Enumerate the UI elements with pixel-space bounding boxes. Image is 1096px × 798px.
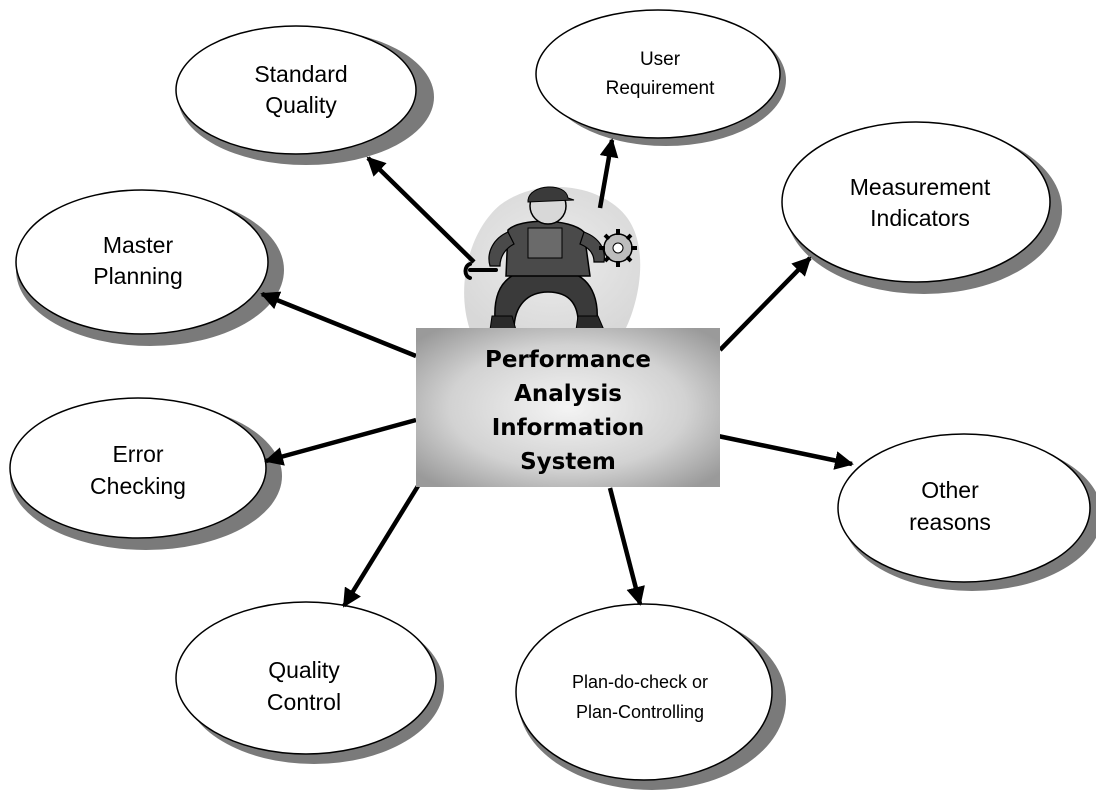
center-box-shape bbox=[416, 328, 720, 487]
node-ellipse bbox=[175, 601, 437, 755]
node-label-line1: Error bbox=[112, 441, 163, 467]
node-ellipse bbox=[837, 433, 1091, 583]
node-label-line2: Checking bbox=[90, 473, 186, 499]
arrow-to-other-reasons bbox=[717, 433, 854, 470]
node-label-line1: Master bbox=[103, 232, 174, 258]
node-label-line2: Control bbox=[267, 689, 341, 715]
node-ellipse bbox=[781, 121, 1051, 283]
node-label-line1: Standard bbox=[254, 61, 347, 87]
arrow-to-measurement-indicators bbox=[718, 256, 812, 352]
gear-icon bbox=[599, 229, 637, 267]
arrow-to-error-checking bbox=[264, 417, 417, 466]
node-label-line2: Planning bbox=[93, 263, 183, 289]
node-label-line2: reasons bbox=[909, 509, 991, 535]
mechanic-with-wrench-and-gear-icon bbox=[463, 186, 641, 331]
arrow-to-standard-quality bbox=[366, 156, 476, 264]
node-label-line2: Quality bbox=[265, 92, 337, 118]
node-quality-control: Quality Control bbox=[175, 601, 444, 764]
center-system-box: Performance Analysis Information System bbox=[416, 328, 720, 487]
node-label-line2: Requirement bbox=[606, 78, 715, 99]
node-standard-quality: Standard Quality bbox=[175, 25, 434, 165]
mascot-cap bbox=[527, 186, 575, 203]
arrow-to-quality-control bbox=[342, 484, 420, 608]
node-label-line1: Quality bbox=[268, 657, 340, 683]
node-label-line2: Indicators bbox=[870, 205, 970, 231]
node-master-planning: Master Planning bbox=[15, 189, 284, 346]
center-label-line4: System bbox=[520, 449, 616, 475]
wrench-icon bbox=[463, 262, 498, 280]
node-label-line1: Measurement bbox=[850, 174, 991, 200]
center-label-line1: Performance bbox=[485, 347, 651, 373]
node-error-checking: Error Checking bbox=[9, 397, 282, 550]
node-label-line1: User bbox=[640, 49, 681, 70]
arrow-to-user-requirement bbox=[597, 138, 619, 209]
node-label-line2: Plan-Controlling bbox=[576, 702, 704, 722]
node-ellipse bbox=[9, 397, 267, 539]
node-ellipse bbox=[15, 189, 269, 335]
node-label-line1: Other bbox=[921, 477, 979, 503]
center-label-line3: Information bbox=[492, 415, 645, 441]
center-label-line2: Analysis bbox=[514, 381, 622, 407]
node-measurement-indicators: Measurement Indicators bbox=[781, 121, 1062, 294]
node-ellipse bbox=[515, 603, 773, 781]
node-ellipse bbox=[535, 9, 781, 139]
node-label-line1: Plan-do-check or bbox=[572, 672, 708, 692]
arrow-to-master-planning bbox=[260, 291, 417, 359]
mascot-bib bbox=[527, 227, 563, 259]
node-ellipse bbox=[175, 25, 417, 155]
mascot-left-boot bbox=[489, 315, 517, 331]
mascot-right-arm bbox=[579, 231, 605, 263]
mascot-left-arm bbox=[488, 231, 515, 267]
node-plan-do-check: Plan-do-check or Plan-Controlling bbox=[515, 603, 786, 790]
node-user-requirement: User Requirement bbox=[535, 9, 786, 146]
arrows bbox=[260, 138, 854, 608]
node-other-reasons: Other reasons bbox=[837, 433, 1096, 591]
arrow-to-plan-do-check bbox=[607, 487, 645, 606]
